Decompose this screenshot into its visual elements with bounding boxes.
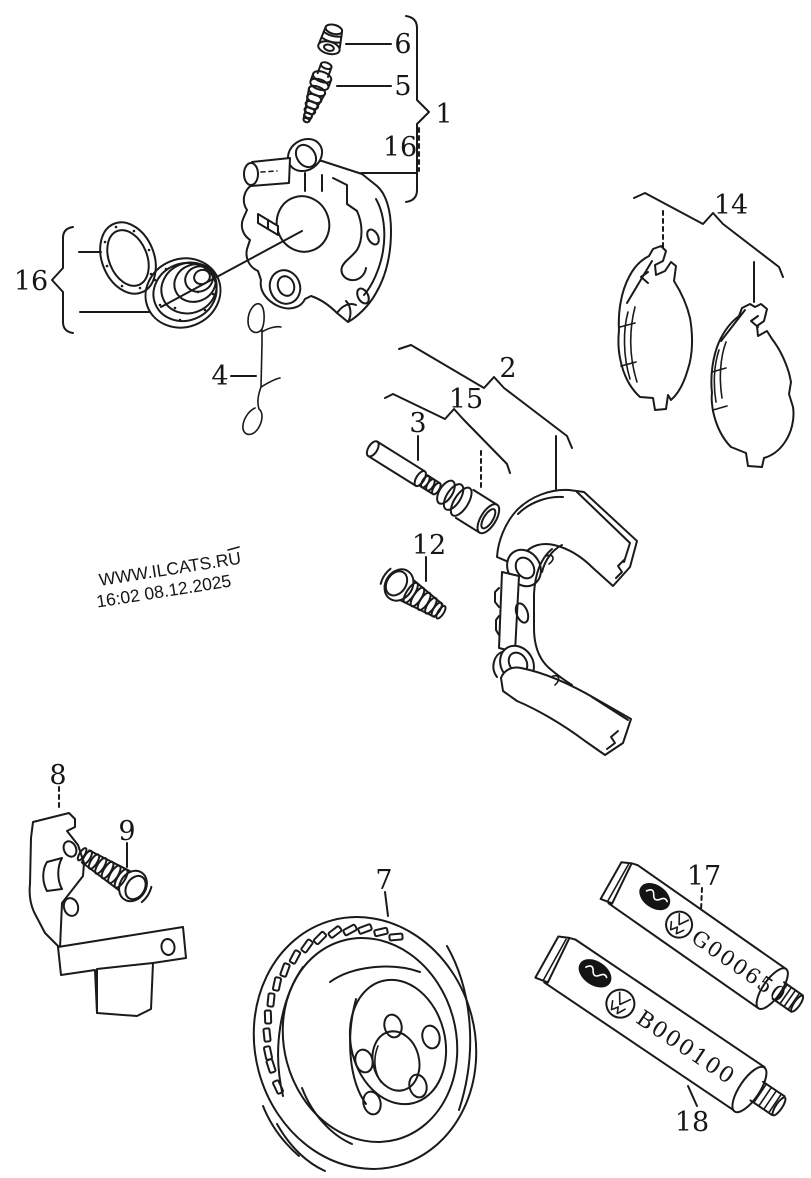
- callout-6: 6: [394, 29, 411, 60]
- watermark: WWW.ILCATS.RU 16:02 08.12.2025: [95, 548, 243, 612]
- seal-kit-brace: [51, 226, 150, 334]
- leader-7: [384, 891, 389, 917]
- callout-7: 7: [375, 865, 392, 896]
- seal-ring-drawing: [99, 221, 157, 295]
- grease-tube-large-drawing: B000100: [534, 935, 787, 1117]
- vent-slots: [262, 923, 404, 1095]
- vw-logo-icon: [605, 988, 636, 1019]
- vw-logo-icon: [665, 910, 694, 939]
- callout-16-side: 16: [14, 266, 48, 297]
- lug-holes: [354, 1013, 441, 1116]
- callout-1: 1: [435, 99, 452, 130]
- guide-pin-drawing: [365, 440, 442, 496]
- pad-set-bracket: [633, 192, 784, 303]
- caliper-carrier-drawing: [492, 488, 638, 756]
- leader-18: [687, 1085, 698, 1107]
- audi-logo-icon: [639, 883, 671, 911]
- callout-15: 15: [449, 384, 483, 415]
- piston-boot-drawing: [144, 257, 222, 329]
- callout-4: 4: [211, 361, 228, 392]
- plate-bolt-drawing: [76, 847, 153, 904]
- carrier-bolt-drawing: [379, 567, 447, 620]
- callout-2: 2: [499, 353, 516, 384]
- leader-17: [700, 887, 703, 912]
- sleeve-bracket-lines: [384, 393, 511, 492]
- callout-5: 5: [394, 71, 411, 102]
- retaining-spring-drawing: [242, 303, 282, 436]
- guide-sleeve-drawing: [436, 479, 501, 535]
- callout-18: 18: [675, 1107, 709, 1138]
- brake-pad-right-drawing: [710, 303, 795, 468]
- callout-3: 3: [409, 408, 426, 439]
- callout-12: 12: [412, 530, 446, 561]
- callout-16-upper: 16: [383, 132, 417, 163]
- audi-logo-icon: [578, 959, 612, 988]
- brake-disc-drawing: [252, 916, 478, 1172]
- callout-8: 8: [49, 760, 66, 791]
- callout-14: 14: [714, 190, 748, 221]
- callout-9: 9: [118, 816, 135, 847]
- callout-17: 17: [687, 861, 721, 892]
- retaining-plate-drawing: [28, 812, 187, 1017]
- caliper-housing-drawing: [160, 137, 392, 323]
- assembly-axis-line: [160, 230, 303, 308]
- assembly-brace: [360, 15, 430, 203]
- bleeder-valve-drawing: [302, 61, 333, 124]
- brake-pad-left-drawing: [617, 245, 694, 411]
- dust-cap-drawing: [317, 23, 344, 56]
- stray-mark: [227, 546, 240, 551]
